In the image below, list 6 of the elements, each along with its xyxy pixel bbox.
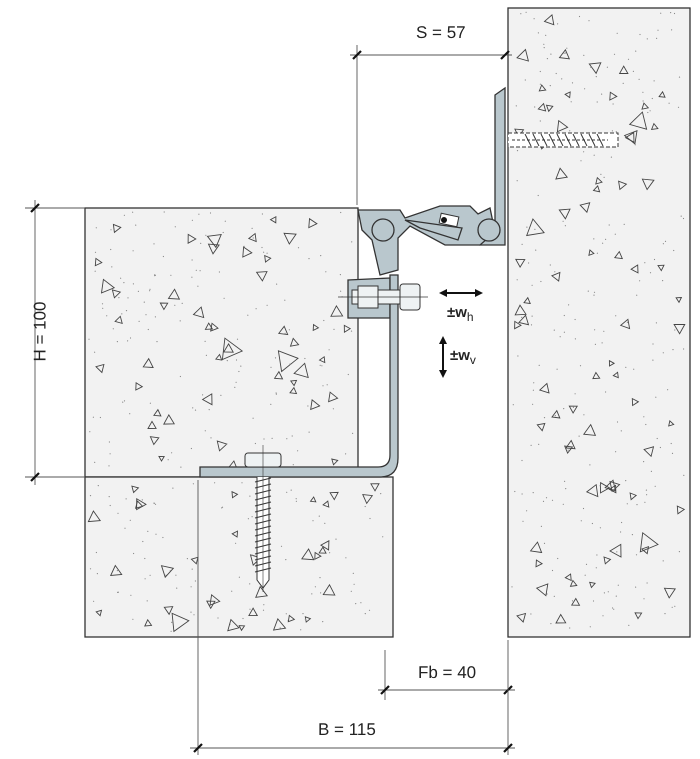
dimension-label: Fb = 40 (418, 664, 476, 681)
movement-label: ±w$_{h}$ (447, 305, 474, 323)
movement-label: ±w$_{v}$ (450, 348, 476, 366)
dimension-label: S = 57 (416, 24, 466, 41)
dimension-label: H = 100 (32, 302, 48, 362)
dimension-label: B = 115 (318, 721, 376, 738)
